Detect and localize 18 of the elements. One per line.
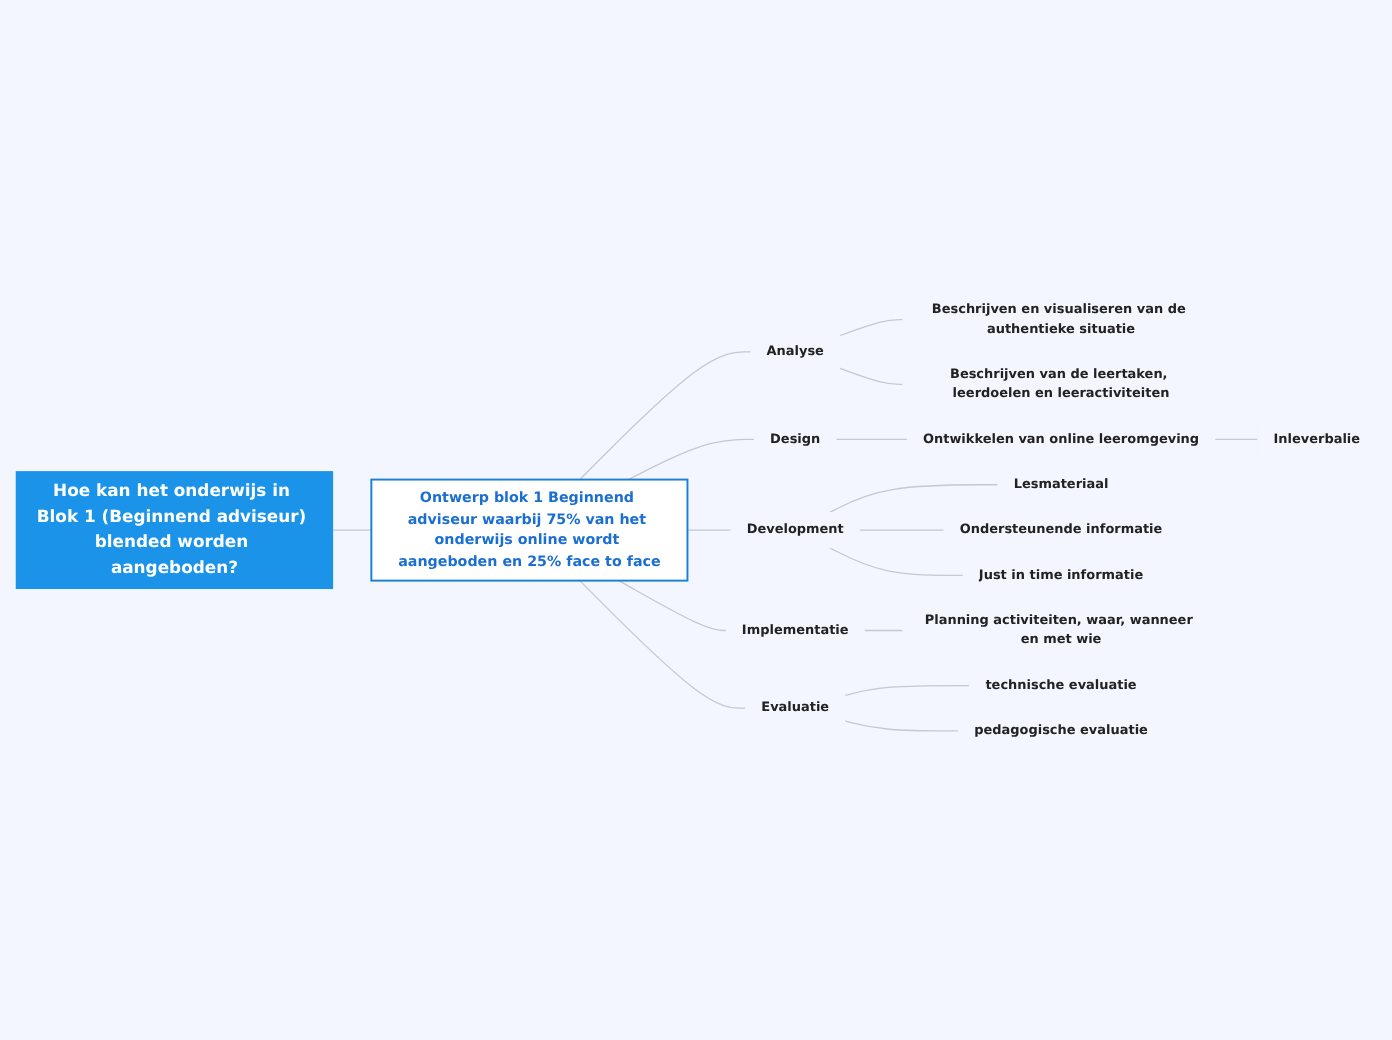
connector bbox=[828, 546, 964, 576]
node-box bbox=[370, 478, 689, 582]
connector bbox=[579, 350, 752, 480]
connector bbox=[863, 629, 904, 631]
node-box bbox=[15, 470, 334, 589]
connector bbox=[579, 579, 747, 709]
connector bbox=[844, 684, 971, 696]
connector bbox=[686, 529, 732, 531]
connector bbox=[618, 579, 727, 631]
connector bbox=[835, 438, 909, 440]
connector bbox=[1214, 438, 1259, 440]
connector bbox=[828, 483, 999, 513]
connector bbox=[627, 438, 756, 480]
connector bbox=[838, 367, 904, 385]
connector bbox=[858, 529, 945, 531]
connector bbox=[838, 318, 904, 336]
connector bbox=[844, 719, 960, 732]
connector bbox=[331, 529, 372, 531]
